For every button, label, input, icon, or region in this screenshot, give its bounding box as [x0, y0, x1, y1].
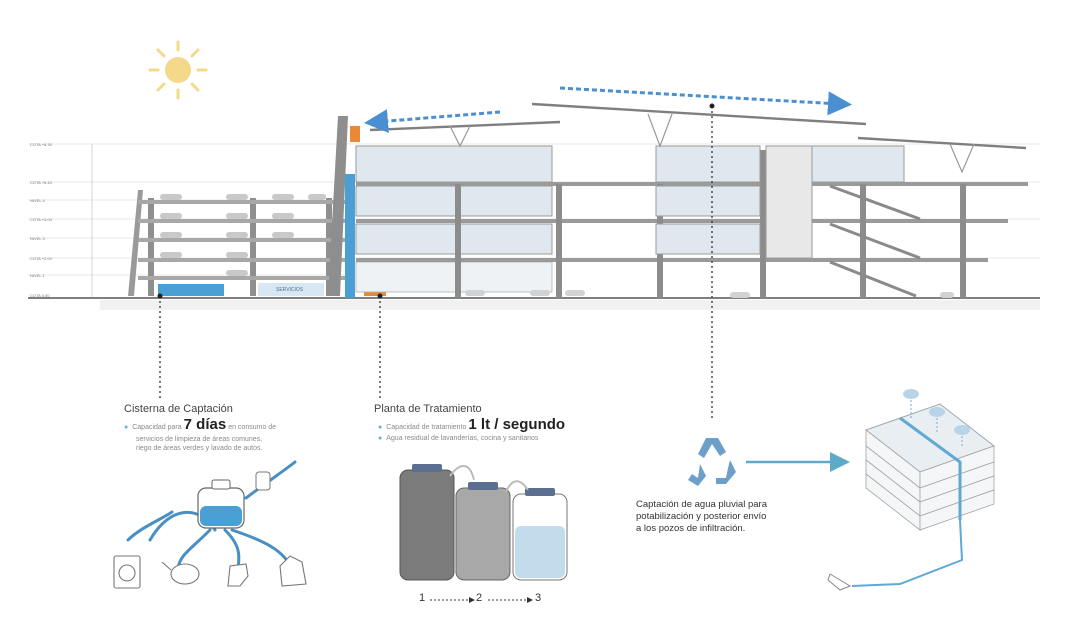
washing-machine-icon: [113, 555, 141, 589]
airflow-arrow-right: [559, 86, 852, 116]
ground-hatch: [100, 300, 1040, 310]
level-tag: COTA 0.00: [30, 293, 50, 298]
stage-number-1: 1: [419, 592, 426, 604]
captacion-capacity-value: 7 días: [183, 416, 227, 433]
level-tag: NIVEL 1: [30, 273, 45, 278]
level-tag: COTA +8.35: [30, 142, 52, 147]
toilet-icon: [279, 555, 307, 587]
services-label: SERVICIOS: [276, 287, 304, 293]
faucet-icon: [227, 563, 249, 587]
level-tag: NIVEL 3: [30, 236, 45, 241]
level-tag: NIVEL 4: [30, 198, 45, 203]
main-building: [355, 102, 1028, 298]
bullet-icon: ●: [124, 424, 129, 431]
recycle-icon: [688, 438, 736, 486]
pluvial-line-3: a los pozos de infiltración.: [636, 523, 746, 534]
stage-number-3: 3: [535, 592, 542, 604]
watering-can-icon: [161, 561, 200, 585]
pluvial-line-2: potabilización y posterior envío: [636, 511, 767, 522]
treatment-tanks: [399, 464, 568, 581]
airflow-arrow-left: [364, 109, 501, 133]
stage-number-2: 2: [476, 592, 483, 604]
captacion-line-2: servicios de limpieza de áreas comunes,: [136, 436, 263, 443]
level-tag: COTA +6.40: [30, 180, 52, 185]
isometric-building: [851, 403, 996, 587]
tratamiento-line1-pre: Capacidad de tratamiento: [386, 424, 467, 431]
pluvial-caption: Captación de agua pluvial para potabiliz…: [636, 499, 767, 535]
captacion-line-3: riego de áreas verdes y lavado de autos.: [136, 445, 263, 452]
tratamiento-title: Planta de Tratamiento: [374, 403, 482, 415]
tratamiento-line2-text: Agua residual de lavanderías, cocina y s…: [386, 435, 539, 442]
services-room: [258, 283, 324, 296]
bullet-icon: ●: [378, 435, 383, 442]
bullet-icon: ●: [378, 424, 383, 431]
level-tag: COTA +2.00: [30, 256, 52, 261]
tratamiento-capacity-value: 1 lt / segundo: [468, 416, 566, 433]
captacion-line1-pre: Capacidad para: [132, 424, 182, 431]
infiltration-well: [827, 573, 852, 591]
captacion-line1-post: en consumo de: [228, 424, 277, 431]
pluvial-line-1: Captación de agua pluvial para: [636, 499, 767, 510]
cloud-icon: [903, 389, 970, 435]
parking-structure: [128, 190, 352, 296]
tratamiento-line-2: ●Agua residual de lavanderías, cocina y …: [378, 434, 538, 443]
cistern-tank: [158, 284, 224, 296]
sun-icon: [148, 40, 208, 100]
level-tag: COTA +4.00: [30, 217, 52, 222]
captacion-title: Cisterna de Captación: [124, 403, 233, 415]
cistern-illustration: [126, 460, 297, 572]
